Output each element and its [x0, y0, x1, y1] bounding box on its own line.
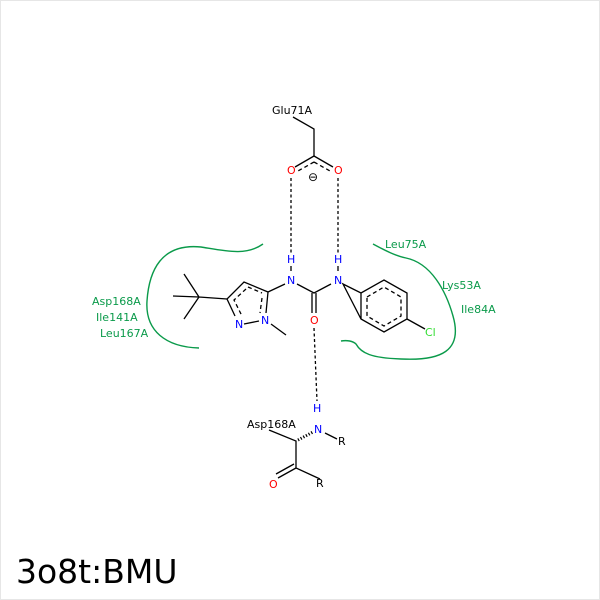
asp-hashed-wedge: [297, 430, 314, 442]
atom-o-urea: O: [310, 314, 319, 327]
atom-n-right: N: [334, 274, 342, 287]
negative-charge-icon: ⊖: [308, 170, 318, 184]
phenyl-aromatic: [366, 286, 402, 327]
residue-label-ile84a: Ile84A: [461, 303, 496, 316]
r-group-n: R: [338, 435, 346, 448]
residue-label-ile141a: Ile141A: [96, 311, 138, 324]
residue-label-leu167a: Leu167A: [100, 327, 149, 340]
residue-label-asp168a-hydrophobic: Asp168A: [92, 295, 141, 308]
residue-label-leu75a: Leu75A: [385, 238, 427, 251]
carboxylate-bond-right: [313, 155, 334, 168]
atom-cl: Cl: [425, 326, 436, 339]
atom-h-right: H: [334, 253, 342, 266]
hydrophobic-contact-left: [146, 243, 264, 349]
atom-o-asp: O: [269, 478, 278, 491]
atom-h-left: H: [287, 253, 295, 266]
tert-butyl: [172, 273, 228, 320]
asp-backbone-bonds: [268, 429, 338, 480]
atom-n1-pyrazole: N: [261, 314, 269, 327]
atom-n2-pyrazole: N: [235, 318, 243, 331]
r-group-c: R: [316, 477, 324, 490]
pyrazole-ring: [226, 281, 286, 325]
residue-label-asp168a: Asp168A: [247, 418, 296, 431]
residue-label-lys53a: Lys53A: [442, 279, 481, 292]
carboxylate-delocalized-left: [297, 161, 315, 172]
c-cl-bond: [406, 318, 426, 330]
glu-sidechain-bond: [292, 116, 315, 156]
atom-o-glu-right: O: [334, 164, 343, 177]
carboxylate-delocalized-right: [313, 161, 331, 172]
hydrophobic-contact-right: [340, 243, 457, 360]
hbond-asp168a: [313, 327, 318, 402]
urea-carbonyl: [311, 293, 317, 313]
phenyl-ring: [341, 279, 408, 333]
urea-bonds: [290, 266, 339, 294]
complex-title: 3o8t:BMU: [16, 552, 178, 591]
atom-o-glu-left: O: [287, 164, 296, 177]
atom-n-asp: N: [314, 423, 322, 436]
asp-carbonyl: [275, 463, 297, 479]
pyrazole-aromatic: [233, 286, 263, 317]
carboxylate-bond-left: [294, 155, 315, 168]
atom-n-left: N: [287, 274, 295, 287]
n-methyl: [270, 323, 287, 336]
atom-h-asp: H: [313, 402, 321, 415]
residue-label-glu71a: Glu71A: [272, 104, 313, 117]
